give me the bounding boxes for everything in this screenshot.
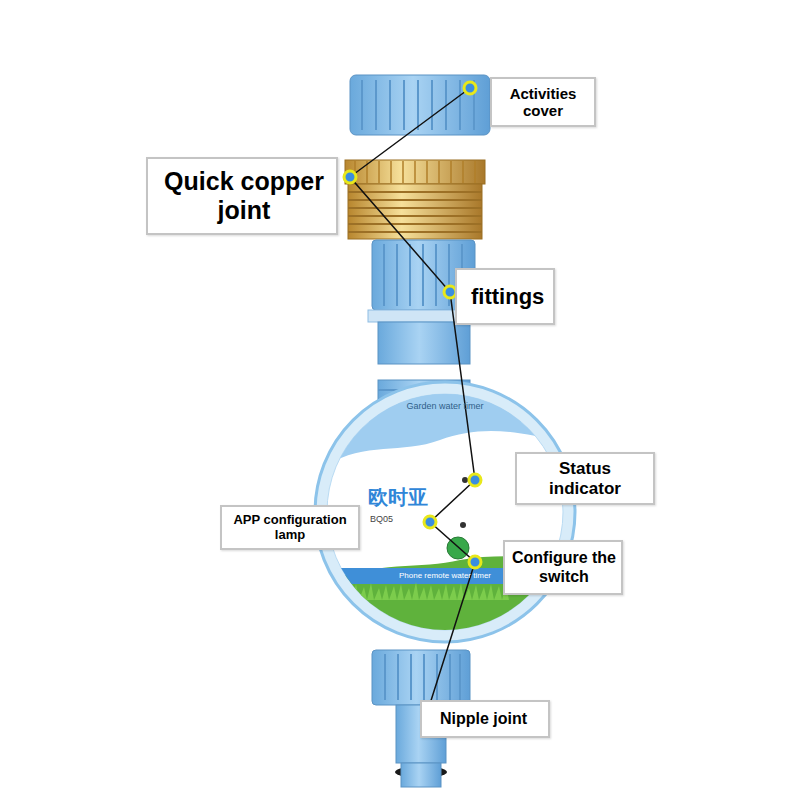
brass-joint-part	[345, 160, 485, 239]
model-text: BQ05	[370, 513, 404, 525]
part-label: Quick copper joint	[146, 157, 338, 235]
face-text: Phone remote water timer	[375, 569, 515, 582]
part-label: Configure the switch	[503, 540, 623, 595]
brand-text: 欧时亚	[368, 484, 432, 510]
part-label: Activities cover	[490, 77, 596, 127]
part-label: APP configuration lamp	[220, 505, 360, 550]
part-label: Status indicator	[515, 452, 655, 505]
leader-lines	[344, 82, 481, 716]
part-label: Nipple joint	[420, 700, 550, 738]
part-label: fittings	[455, 268, 555, 325]
face-text: Garden water timer	[385, 399, 505, 413]
